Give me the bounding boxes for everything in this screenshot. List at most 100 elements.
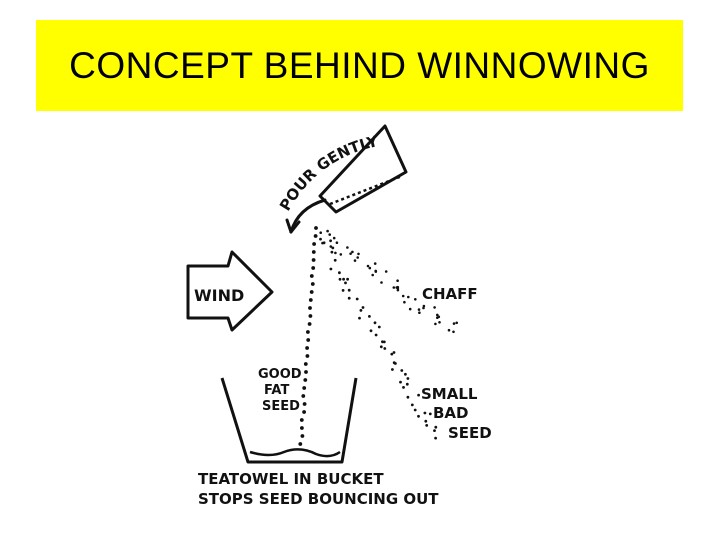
chaff-dot <box>438 321 441 324</box>
bad-seed-dot <box>400 369 404 372</box>
chaff-dot <box>335 241 339 244</box>
seed-dot <box>302 386 307 390</box>
bad-seed-dot <box>382 340 386 344</box>
chaff-dot <box>418 311 421 315</box>
bad-seed-dot <box>329 239 332 243</box>
chaff-dot <box>357 252 360 256</box>
bad-seed-dot <box>410 403 414 407</box>
chaff-dot <box>408 307 412 311</box>
chaff-dot <box>368 266 372 270</box>
seed-dot <box>302 402 307 406</box>
bad-seed-dot <box>434 425 438 429</box>
seed-dot <box>305 346 309 350</box>
chaff-dot <box>452 322 456 325</box>
chaff-dot <box>436 313 439 317</box>
bad-seed-dot <box>377 325 381 329</box>
seed-dot <box>305 354 310 358</box>
chaff-dot <box>319 231 323 234</box>
bad-seed-dot <box>399 380 402 384</box>
chaff-dot <box>328 233 332 236</box>
bad-seed-dot <box>322 241 326 245</box>
bad-seed-dot <box>342 277 345 281</box>
chaff-dot <box>373 262 377 265</box>
bad-seed-dot <box>417 393 420 397</box>
bad-seed-dot <box>392 351 396 354</box>
seed-dot <box>299 418 304 422</box>
bad-seed-dot <box>338 271 341 275</box>
bad-seed-dot <box>423 411 427 415</box>
small-bad-seed-label-line-2: BAD <box>433 404 469 422</box>
bad-seed-dot <box>406 395 410 399</box>
chaff-dot <box>366 264 370 268</box>
chaff-dot <box>374 269 378 273</box>
chaff-dot <box>371 273 375 277</box>
seed-dot <box>298 442 303 446</box>
chaff-dot <box>326 229 329 233</box>
bad-seed-dot <box>347 296 351 300</box>
wind-arrow-icon <box>186 250 274 332</box>
bad-seed-dot <box>368 315 371 318</box>
seed-dot <box>300 434 305 438</box>
seed-dot <box>301 394 306 398</box>
bad-seed-dot <box>369 329 373 333</box>
chaff-dot <box>356 256 360 259</box>
good-fat-seed-label-line-1: GOOD <box>258 367 302 382</box>
bucket <box>220 377 358 464</box>
seed-dot <box>303 362 308 366</box>
seed-dot <box>312 242 316 246</box>
seed-dot <box>311 266 316 270</box>
seed-dot <box>309 290 314 294</box>
bad-seed-dot <box>341 289 345 292</box>
title-banner: CONCEPT BEHIND WINNOWING <box>36 20 683 111</box>
seed-dot <box>308 306 312 310</box>
chaff-dot <box>332 236 336 240</box>
bad-seed-dot <box>406 377 410 380</box>
bad-seed-dot <box>314 234 318 238</box>
bad-seed-dot <box>361 306 365 309</box>
good-fat-seed-label-line-3: SEED <box>262 399 300 414</box>
chaff-dot <box>407 295 410 299</box>
small-bad-seed-stream <box>314 234 438 440</box>
seed-dot <box>300 426 304 430</box>
chaff-dot <box>380 281 383 284</box>
chaff-dot <box>396 279 399 283</box>
bad-seed-dot <box>333 258 337 262</box>
bad-seed-dot <box>338 277 342 281</box>
bad-seed-dot <box>433 429 436 432</box>
teatowel <box>249 448 341 458</box>
seed-dot <box>314 226 318 230</box>
caption-line-1: TEATOWEL IN BUCKET <box>198 470 384 488</box>
chaff-dot <box>396 288 400 292</box>
seed-dot <box>308 298 313 302</box>
chaff-dot <box>437 315 441 319</box>
chaff-label: CHAFF <box>422 285 478 303</box>
chaff-stream <box>319 229 459 334</box>
bad-seed-dot <box>404 372 407 376</box>
seed-dot <box>311 250 316 254</box>
bad-seed-dot <box>391 368 394 371</box>
bad-seed-dot <box>428 412 432 416</box>
seed-dot <box>304 370 308 374</box>
chaff-dot <box>422 304 426 308</box>
bad-seed-dot <box>373 321 377 325</box>
bad-seed-dot <box>374 333 378 337</box>
chaff-dot <box>414 298 417 301</box>
seed-dot <box>306 330 310 334</box>
pour-gently-label: POUR GENTLY <box>276 132 381 214</box>
chaff-dot <box>401 294 405 298</box>
chaff-dot <box>422 306 425 310</box>
good-fat-seed-label-line-2: FAT <box>264 383 289 398</box>
seed-dot <box>311 258 316 262</box>
caption-line-2: STOPS SEED BOUNCING OUT <box>198 490 439 508</box>
bad-seed-dot <box>358 316 361 320</box>
small-bad-seed-label-line-1: SMALL <box>421 385 478 403</box>
seed-dot <box>306 338 311 342</box>
seed-dot <box>307 322 312 326</box>
chaff-dot <box>384 270 388 273</box>
small-bad-seed-label-line-3: SEED <box>448 424 492 442</box>
bad-seed-dot <box>359 309 363 312</box>
bad-seed-dot <box>425 424 429 427</box>
falling-seed-stream <box>298 226 318 446</box>
pour-arrow <box>285 198 327 234</box>
